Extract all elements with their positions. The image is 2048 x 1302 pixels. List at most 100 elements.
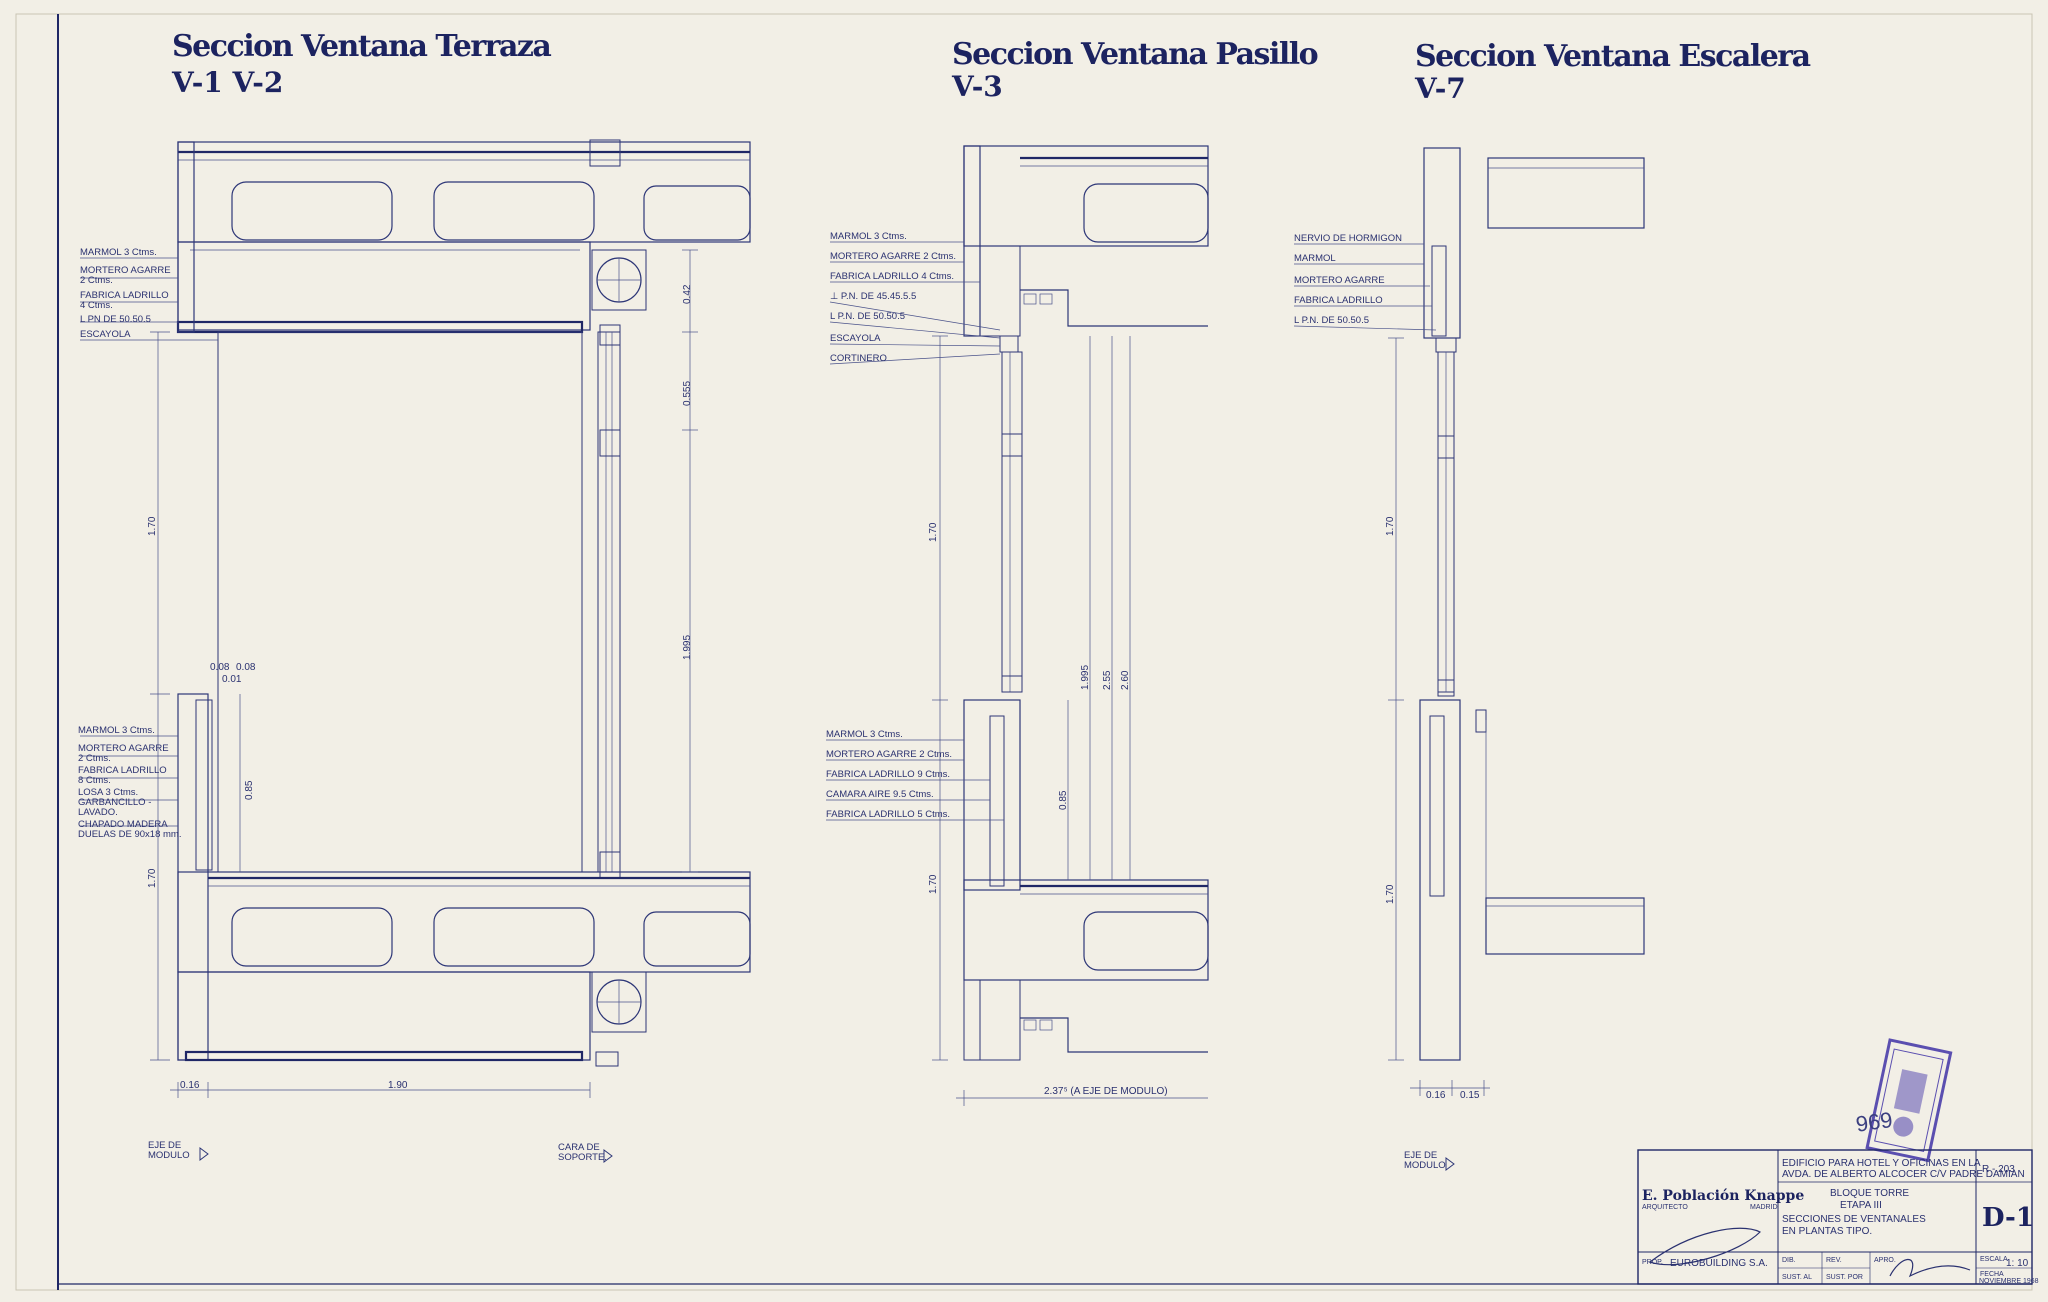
label-c-nervio: NERVIO DE HORMIGON	[1294, 233, 1402, 244]
title-terraza: Seccion Ventana Terraza	[172, 29, 551, 64]
label-a2-mortero-2: 2 Ctms.	[78, 753, 111, 764]
tb-escala-label: ESCALA	[1980, 1256, 2008, 1263]
marker-cara-soporte-b: SOPORTE.	[558, 1152, 607, 1163]
dim-0-85-a: 0.85	[244, 780, 255, 800]
tb-dib: DIB.	[1782, 1257, 1796, 1264]
label-b2-marmol: MARMOL 3 Ctms.	[826, 729, 903, 740]
section-pasillo	[826, 145, 1209, 1106]
title-escalera: Seccion Ventana Escalera	[1415, 39, 1811, 74]
stamp-number: 969	[1854, 1107, 1894, 1137]
label-a2-lavado: LAVADO.	[78, 807, 118, 818]
label-a2-losa: LOSA 3 Ctms.	[78, 787, 138, 798]
label-a-escayola: ESCAYOLA	[80, 329, 131, 340]
dim-1-70-f: 1.70	[1385, 884, 1396, 904]
label-a-fabrica-2: 4 Ctms.	[80, 300, 113, 311]
dim-2-375: 2.37⁵ (A EJE DE MODULO)	[1044, 1086, 1168, 1097]
tb-prop-label: PROP.	[1642, 1259, 1663, 1266]
dim-0-01: 0.01	[222, 674, 242, 685]
label-a2-mortero: MORTERO AGARRE	[78, 743, 169, 754]
registration-stamp	[1865, 1038, 1953, 1163]
label-a2-marmol: MARMOL 3 Ctms.	[78, 725, 155, 736]
label-b-lpn: L P.N. DE 50.50.5	[830, 311, 905, 322]
marker-eje-modulo-1: EJE DE	[148, 1140, 181, 1151]
label-c-lpn: L P.N. DE 50.50.5	[1294, 315, 1369, 326]
tb-bloque: BLOQUE TORRE	[1830, 1188, 1909, 1199]
dim-0-08-a: 0.08	[210, 662, 230, 673]
marker-cara-soporte: CARA DE	[558, 1142, 600, 1153]
label-a-mortero: MORTERO AGARRE	[80, 265, 171, 276]
label-a2-chapado: CHAPADO MADERA	[78, 819, 168, 830]
tb-escala: 1: 10	[2006, 1258, 2029, 1269]
label-b-cortinero: CORTINERO	[830, 353, 887, 364]
marker-arrow-3	[1445, 1157, 1455, 1171]
dim-1-995-b: 1.995	[1080, 665, 1091, 690]
tb-architect-role: ARQUITECTO	[1642, 1204, 1688, 1211]
label-c-mortero: MORTERO AGARRE	[1294, 275, 1385, 286]
tb-ref: R - 203	[1982, 1164, 2015, 1175]
dim-0-16-a: 0.16	[180, 1080, 200, 1091]
label-b-escayola: ESCAYOLA	[830, 333, 881, 344]
tb-project-line1: EDIFICIO PARA HOTEL Y OFICINAS EN LA	[1782, 1158, 1981, 1169]
label-a2-garbancillo: GARBANCILLO -	[78, 797, 151, 808]
dim-0-42: 0.42	[682, 284, 693, 304]
label-a-lpn: L PN DE 50.50.5	[80, 314, 151, 325]
tb-architect: E. Población Knappe	[1642, 1188, 1804, 1204]
label-a-mortero-2: 2 Ctms.	[80, 275, 113, 286]
tb-desc-line1: SECCIONES DE VENTANALES	[1782, 1214, 1926, 1225]
label-b2-camara: CAMARA AIRE 9.5 Ctms.	[826, 789, 934, 800]
label-c-fabrica: FABRICA LADRILLO	[1294, 295, 1383, 306]
subtitle-terraza: V-1 V-2	[171, 66, 283, 99]
label-b2-mortero: MORTERO AGARRE 2 Ctms.	[826, 749, 952, 760]
marker-arrow-2	[603, 1149, 613, 1163]
dim-0-85-b: 0.85	[1058, 790, 1069, 810]
tb-project-line2: AVDA. DE ALBERTO ALCOCER C/V PADRE DAMIA…	[1782, 1169, 2025, 1180]
dim-1-70-b: 1.70	[147, 868, 158, 888]
dim-0-16-b: 0.16	[1426, 1090, 1446, 1101]
label-b-tpn: ⊥ P.N. DE 45.45.5.5	[830, 291, 916, 302]
dim-2-60: 2.60	[1120, 670, 1131, 690]
label-b-marmol: MARMOL 3 Ctms.	[830, 231, 907, 242]
marker-eje-modulo-2: EJE DE	[1404, 1150, 1437, 1161]
tb-fecha: NOVIEMBRE 1968	[1979, 1278, 2039, 1285]
dim-0-08-b: 0.08	[236, 662, 256, 673]
label-a2-fabrica: FABRICA LADRILLO	[78, 765, 167, 776]
tb-sust-al: SUST. AL	[1782, 1274, 1812, 1281]
tb-rev: REV.	[1826, 1257, 1842, 1264]
tb-prop-value: EUROBUILDING S.A.	[1670, 1258, 1768, 1269]
section-terraza	[80, 139, 751, 1098]
dim-1-70-d: 1.70	[928, 874, 939, 894]
label-b2-fabrica: FABRICA LADRILLO 9 Ctms.	[826, 769, 950, 780]
label-a-fabrica: FABRICA LADRILLO	[80, 290, 169, 301]
subtitle-pasillo: V-3	[951, 70, 1003, 103]
label-a2-duelas: DUELAS DE 90x18 mm.	[78, 829, 181, 840]
marker-eje-modulo-1b: MODULO	[148, 1150, 190, 1161]
subtitle-escalera: V-7	[1414, 72, 1466, 105]
marker-eje-modulo-2b: MODULO	[1404, 1160, 1446, 1171]
label-a-marmol: MARMOL 3 Ctms.	[80, 247, 157, 258]
label-b-fabrica: FABRICA LADRILLO 4 Ctms.	[830, 271, 954, 282]
dim-1-70-a: 1.70	[147, 516, 158, 536]
dim-2-55: 2.55	[1102, 670, 1113, 690]
label-b-mortero: MORTERO AGARRE 2 Ctms.	[830, 251, 956, 262]
dim-0-555: 0.555	[682, 381, 693, 406]
tb-sheet-number: D-1	[1982, 1203, 2034, 1233]
tb-etapa: ETAPA III	[1840, 1200, 1882, 1211]
tb-desc-line2: EN PLANTAS TIPO.	[1782, 1226, 1872, 1237]
tb-fecha-label: FECHA	[1980, 1271, 2004, 1278]
tb-city: MADRID	[1750, 1204, 1778, 1211]
tb-sust-por: SUST. POR	[1826, 1274, 1863, 1281]
sheet-border	[15, 13, 2033, 1291]
marker-arrow-1	[199, 1147, 209, 1161]
label-b2-fabrica-5: FABRICA LADRILLO 5 Ctms.	[826, 809, 950, 820]
blind-panel	[217, 331, 583, 873]
label-a2-fabrica-2: 8 Ctms.	[78, 775, 111, 786]
dim-1-995: 1.995	[682, 635, 693, 660]
dim-1-70-c: 1.70	[928, 522, 939, 542]
dim-1-70-e: 1.70	[1385, 516, 1396, 536]
title-block	[1637, 1149, 2033, 1285]
label-c-marmol: MARMOL	[1294, 253, 1336, 264]
dim-0-15: 0.15	[1460, 1090, 1480, 1101]
dim-1-90: 1.90	[388, 1080, 408, 1091]
tb-apro: APRO.	[1874, 1257, 1896, 1264]
